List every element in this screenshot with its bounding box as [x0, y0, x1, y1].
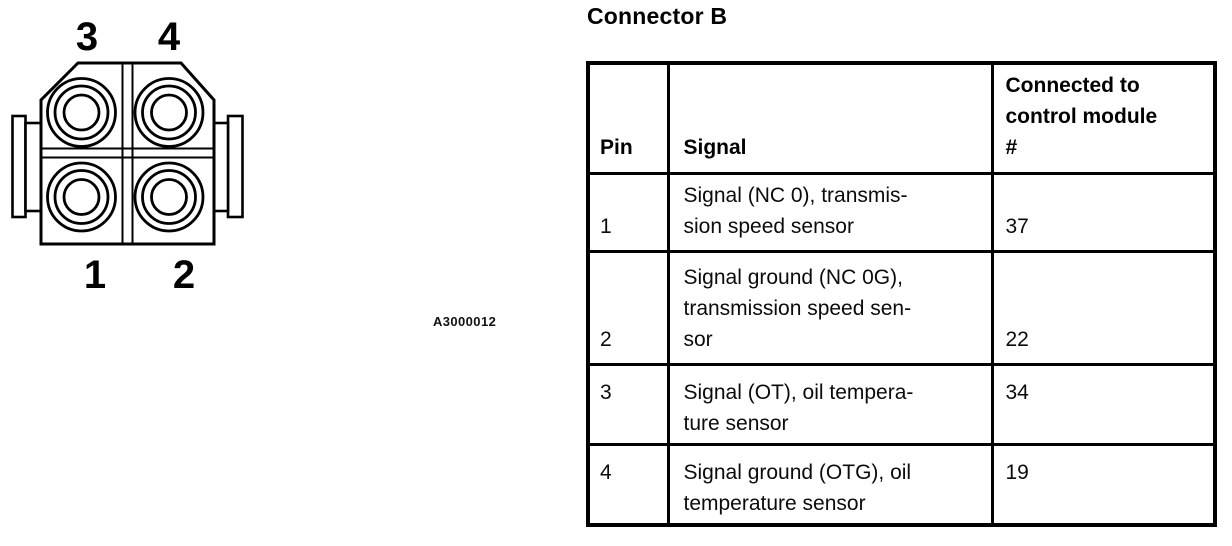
table-row-pin-3: 3 Signal (OT), oil tempera- ture sensor … [586, 362, 1217, 446]
table-row-pin-1: 1 Signal (NC 0), transmis- sion speed se… [586, 171, 1217, 253]
table-header-row: Pin Signal Connected to control module # [586, 61, 1217, 175]
signal-line: ture sensor [683, 411, 789, 435]
cavity-dividers [41, 63, 214, 244]
signal-line: transmission speed sen- [683, 296, 912, 320]
signal-line: sor [683, 327, 713, 351]
pin-socket-1 [46, 161, 117, 233]
pin-cell: 1 [586, 171, 670, 253]
pin-socket-4 [133, 77, 205, 148]
column-header-connected: Connected to control module # [990, 61, 1217, 175]
table-row-pin-2: 2 Signal ground (NC 0G), transmission sp… [586, 249, 1217, 366]
signal-line: sion speed sensor [683, 214, 854, 238]
header-line: Connected to [1005, 73, 1140, 97]
signal-line: temperature sensor [683, 491, 866, 515]
table-row-pin-4: 4 Signal ground (OTG), oil temperature s… [586, 442, 1217, 526]
signal-cell: Signal ground (NC 0G), transmission spee… [666, 249, 994, 366]
signal-line: Signal ground (NC 0G), [683, 265, 903, 289]
connected-cell: 19 [990, 442, 1217, 526]
connected-cell: 22 [990, 249, 1217, 366]
signal-cell: Signal (OT), oil tempera- ture sensor [666, 362, 994, 446]
pin-cell: 4 [586, 442, 670, 526]
signal-line: Signal (OT), oil tempera- [683, 380, 914, 404]
pin-socket-2 [133, 161, 205, 233]
column-header-signal: Signal [666, 61, 994, 175]
pin-cell: 3 [586, 362, 670, 446]
connector-face-diagram: 3 4 1 2 A3000012 [0, 0, 520, 546]
pin-number-label-1: 1 [83, 253, 107, 297]
connector-b-pinout-table: Pin Signal Connected to control module #… [586, 61, 1217, 527]
header-line: # [1005, 135, 1018, 159]
connector-drawing [11, 61, 244, 246]
signal-line: Signal ground (OTG), oil [683, 460, 912, 484]
column-header-pin: Pin [586, 61, 670, 175]
connected-cell: 34 [990, 362, 1217, 446]
connected-cell: 37 [990, 171, 1217, 253]
pin-socket-3 [46, 77, 117, 148]
right-mount-tab [212, 114, 244, 219]
signal-cell: Signal ground (OTG), oil temperature sen… [666, 442, 994, 526]
figure-code: A3000012 [433, 314, 497, 329]
signal-line: Signal (NC 0), transmis- [683, 183, 908, 207]
pin-cell: 2 [586, 249, 670, 366]
section-title: Connector B [587, 3, 728, 29]
header-line: control module [1005, 104, 1158, 128]
pin-number-label-2: 2 [172, 253, 196, 297]
pin-number-label-4: 4 [157, 15, 181, 59]
signal-cell: Signal (NC 0), transmis- sion speed sens… [666, 171, 994, 253]
pin-number-label-3: 3 [75, 15, 99, 59]
left-mount-tab [11, 114, 43, 219]
